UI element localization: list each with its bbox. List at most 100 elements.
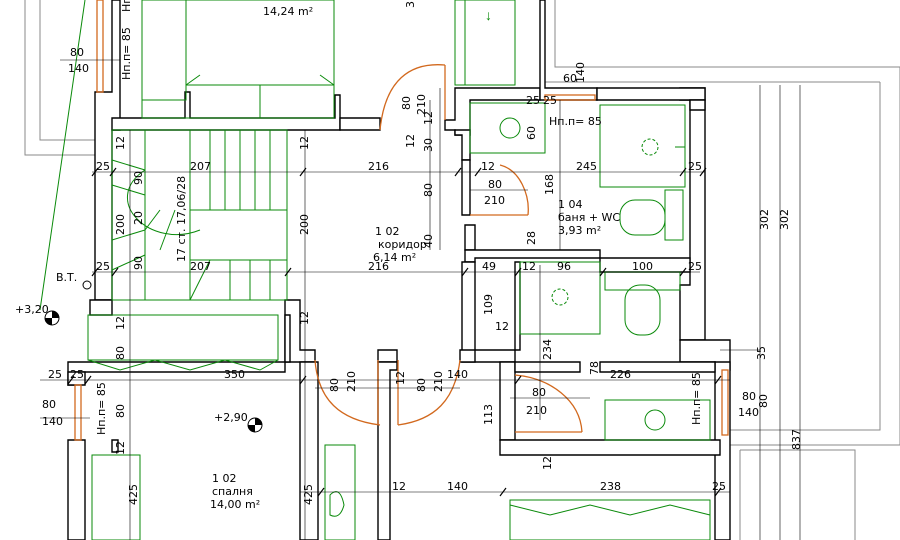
dim: 140 bbox=[42, 415, 63, 428]
dim: 80 bbox=[70, 46, 84, 59]
furniture bbox=[87, 0, 711, 540]
wall-right-top bbox=[689, 99, 706, 111]
washbasin-2 bbox=[604, 399, 711, 441]
dim: 60 bbox=[563, 72, 577, 85]
wall-right-edge bbox=[714, 361, 731, 540]
dim: 350 bbox=[224, 368, 245, 381]
dim: 80 bbox=[42, 398, 56, 411]
dim: 210 bbox=[432, 371, 445, 392]
wall-bath-left2 bbox=[464, 224, 476, 251]
dim: 12 bbox=[404, 134, 417, 148]
dim: 12 bbox=[392, 480, 406, 493]
toilet-1 bbox=[619, 199, 666, 236]
dim: 80 bbox=[114, 346, 127, 360]
dim: 90 bbox=[132, 171, 145, 185]
dim: 12 bbox=[298, 136, 311, 150]
terrain-line bbox=[39, 0, 86, 311]
top-room-area: 14,24 m² bbox=[263, 5, 313, 18]
dim: 425 bbox=[302, 484, 315, 505]
corridor-name: коридор bbox=[378, 238, 427, 251]
level-label-2: +2,90 bbox=[214, 411, 248, 424]
dim: 238 bbox=[600, 480, 621, 493]
wall-bottom-row bbox=[67, 361, 286, 386]
dimension-lines bbox=[40, 59, 801, 540]
dim: 25 bbox=[688, 260, 702, 273]
bath-area: 3,93 m² bbox=[558, 224, 601, 237]
dim: 60 bbox=[525, 126, 538, 140]
ticks bbox=[67, 167, 722, 497]
dim: 113 bbox=[482, 404, 495, 425]
dim: 25 bbox=[96, 260, 110, 273]
dim: 80 bbox=[400, 96, 413, 110]
dim: 25 bbox=[96, 160, 110, 173]
dim: 40 bbox=[422, 234, 435, 248]
dim: 80 bbox=[328, 378, 341, 392]
dim: 25 bbox=[712, 480, 726, 493]
wardrobe-bottom bbox=[509, 499, 711, 540]
corridor-number: 1 02 bbox=[375, 225, 400, 238]
dim: 12 bbox=[481, 160, 495, 173]
bath-number: 1 04 bbox=[558, 198, 583, 211]
wall-door-jamb1 bbox=[377, 349, 398, 363]
wall-top-mid bbox=[444, 87, 541, 136]
doors bbox=[74, 0, 729, 441]
wall-bath2-bottom bbox=[499, 439, 721, 456]
wall-shower bbox=[514, 261, 521, 351]
bedroom-number: 1 02 bbox=[212, 472, 237, 485]
dim: 80 bbox=[742, 390, 756, 403]
wall-mid-left bbox=[284, 314, 291, 363]
dim: 80 bbox=[757, 394, 770, 408]
shower-drain-1 bbox=[641, 138, 659, 156]
dim: 12 bbox=[114, 316, 127, 330]
dim: 20 bbox=[132, 211, 145, 225]
dim: 140 bbox=[447, 368, 468, 381]
dim: 80 bbox=[422, 183, 435, 197]
dim: 25 bbox=[543, 94, 557, 107]
level-marker-1 bbox=[44, 310, 60, 326]
dim: 25 bbox=[48, 368, 62, 381]
wall-door-jamb2 bbox=[377, 361, 398, 540]
dim: 80 bbox=[532, 386, 546, 399]
dim: 109 bbox=[482, 294, 495, 315]
wall-bath2-left bbox=[499, 361, 516, 441]
dim: 140 bbox=[738, 406, 759, 419]
window-3 bbox=[74, 384, 82, 441]
hnp-label-right: Нп.п= 85 bbox=[690, 372, 703, 425]
washbasin-top bbox=[469, 102, 546, 154]
dim: 80 bbox=[415, 378, 428, 392]
dim: 25 bbox=[70, 368, 84, 381]
dim: 210 bbox=[484, 194, 505, 207]
dim: 3 bbox=[404, 1, 417, 8]
wall-bath2-top-r bbox=[599, 361, 716, 373]
dim: 210 bbox=[345, 371, 358, 392]
wall-top bbox=[111, 91, 341, 131]
dim: 12 bbox=[541, 456, 554, 470]
room-labels: 14,24 m² 1 02 коридор 6,14 m² 1 04 баня … bbox=[15, 0, 703, 511]
dim: 28 bbox=[525, 231, 538, 245]
window-2 bbox=[544, 94, 596, 101]
hnp-label-bath: Нп.п= 85 bbox=[549, 115, 602, 128]
wall-left-bottom bbox=[67, 439, 86, 540]
door-bedroom-right bbox=[397, 359, 461, 426]
dim: 207 bbox=[190, 160, 211, 173]
hnp-label-top2: Нп.п= 85 bbox=[120, 0, 133, 12]
shower-drain-2 bbox=[551, 288, 569, 306]
bedroom-name: спалня bbox=[212, 485, 253, 498]
chair bbox=[329, 491, 345, 517]
hnp-label-top: Нп.п= 85 bbox=[120, 27, 133, 80]
dim: 30 bbox=[422, 138, 435, 152]
dim: 140 bbox=[447, 480, 468, 493]
dim: 837 bbox=[790, 429, 803, 450]
dim: 12 bbox=[114, 136, 127, 150]
dim: 25 bbox=[688, 160, 702, 173]
cabinet-bedroom bbox=[91, 454, 141, 540]
dim: 25 bbox=[526, 94, 540, 107]
toilet-2 bbox=[624, 284, 661, 336]
dim: 96 bbox=[557, 260, 571, 273]
level-marker-2 bbox=[247, 417, 263, 433]
dim: 302 bbox=[778, 209, 791, 230]
dim: 35 bbox=[755, 346, 768, 360]
shower-2 bbox=[519, 261, 601, 335]
